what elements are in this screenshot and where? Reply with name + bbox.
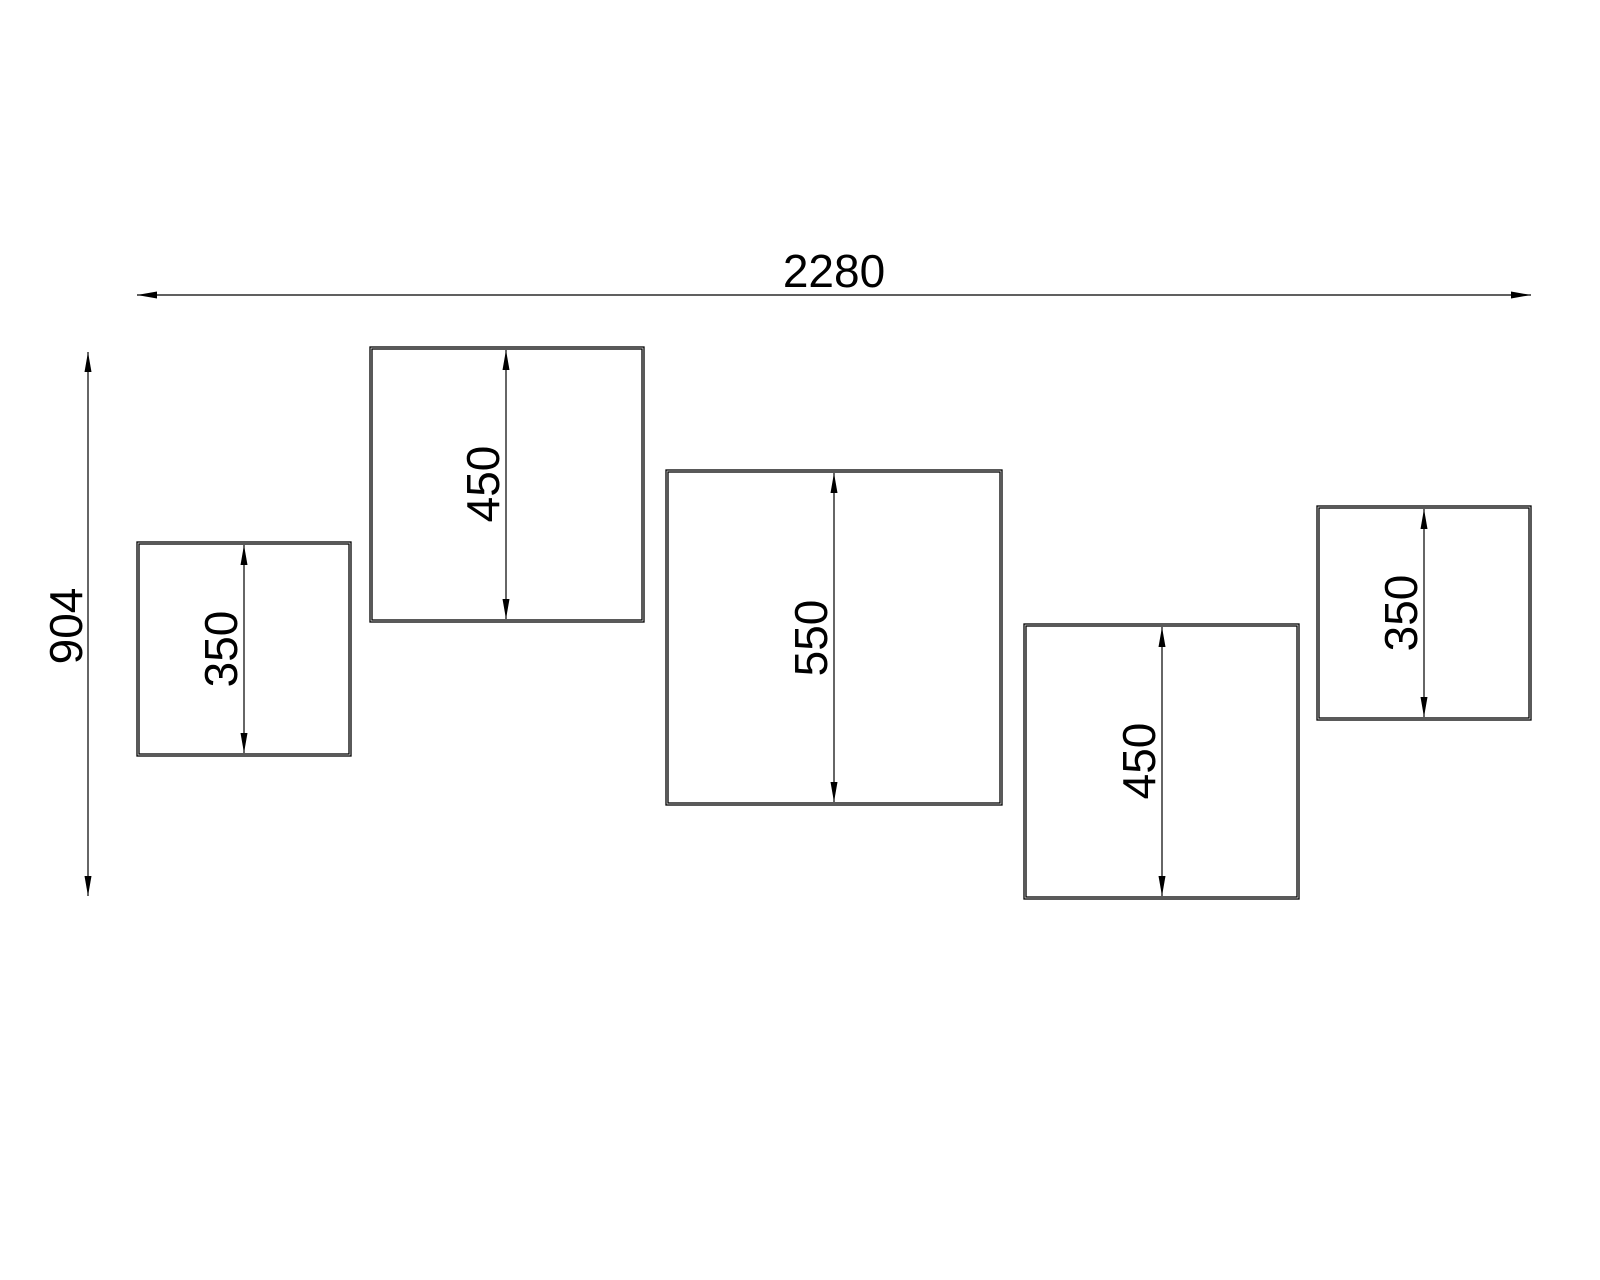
panel-2: 450 [369, 346, 645, 623]
panel-3-outer-frame [665, 469, 1003, 806]
panel-1: 350 [136, 541, 352, 757]
panel-5-inner-frame [1318, 507, 1530, 719]
overall-height-label: 904 [40, 588, 92, 665]
panel-3-inner-frame [667, 471, 1001, 804]
panel-3: 550 [665, 469, 1003, 806]
panel-4-outer-frame [1023, 623, 1300, 900]
panel-4-size-label: 450 [1113, 723, 1165, 800]
panel-1-size-label: 350 [195, 611, 247, 688]
panel-3-size-label: 550 [785, 600, 837, 677]
panel-2-outer-frame [369, 346, 645, 623]
overall-width-label: 2280 [783, 245, 885, 297]
panel-2-size-label: 450 [457, 446, 509, 523]
overall-height-dimension: 904 [40, 352, 92, 896]
overall-width-dimension: 2280 [137, 245, 1531, 299]
panel-4-inner-frame [1025, 625, 1298, 898]
panel-5-outer-frame [1316, 505, 1532, 721]
panel-1-inner-frame [138, 543, 350, 755]
panel-5-size-label: 350 [1375, 575, 1427, 652]
panel-1-outer-frame [136, 541, 352, 757]
panel-4: 450 [1023, 623, 1300, 900]
panel-5: 350 [1316, 505, 1532, 721]
panel-2-inner-frame [371, 348, 643, 621]
